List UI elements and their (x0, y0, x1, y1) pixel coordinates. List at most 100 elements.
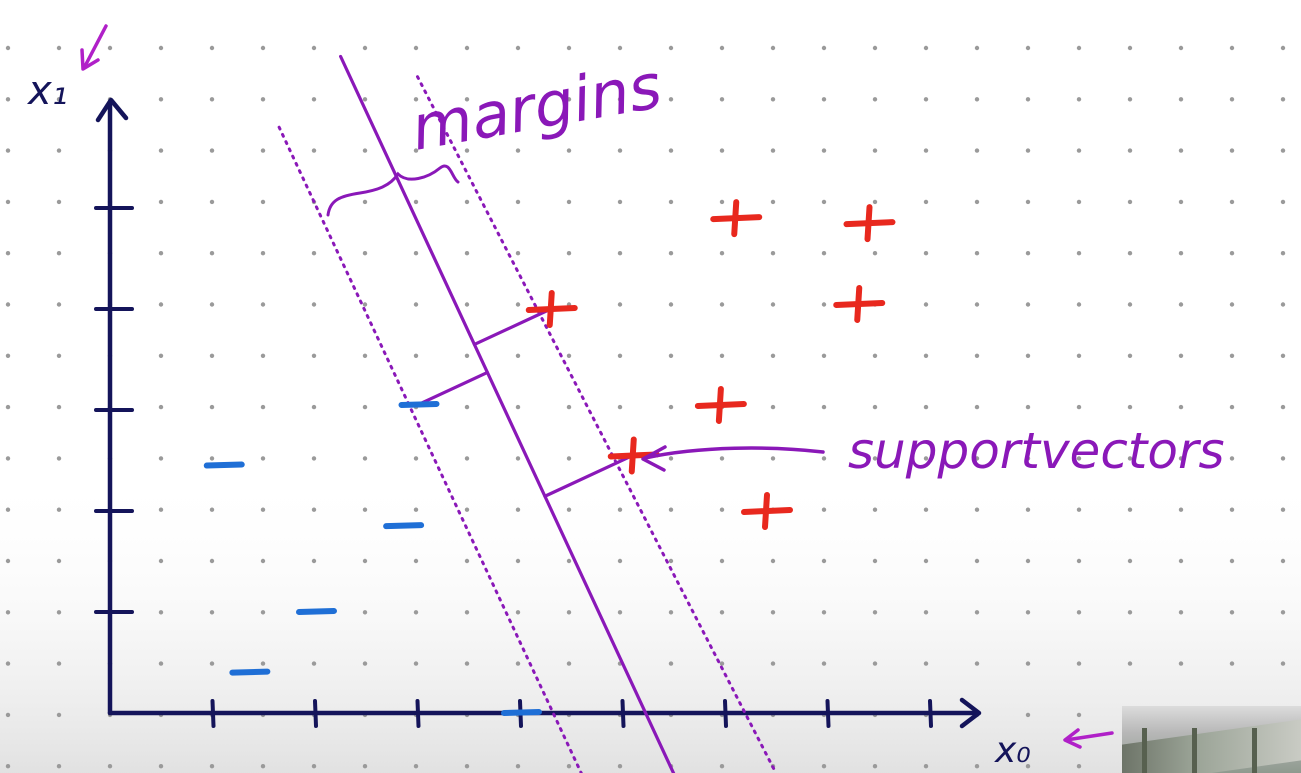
grid-dot (821, 610, 827, 615)
positive-point (694, 385, 747, 424)
grid-dot (209, 661, 215, 666)
grid-dot (617, 404, 623, 410)
grid-dot (566, 610, 572, 615)
grid-dot (260, 302, 266, 307)
grid-dot (1178, 353, 1184, 358)
grid-dot (1280, 302, 1286, 307)
grid-dot (617, 45, 623, 51)
grid-dot (1229, 661, 1235, 666)
grid-dot (158, 661, 164, 666)
support-vector-distance (543, 453, 635, 498)
grid-dot (566, 97, 572, 102)
grid-dot (974, 97, 980, 102)
grid-dot (158, 199, 164, 205)
grid-dot (1025, 251, 1031, 256)
grid-dot (770, 558, 776, 564)
grid-dot (719, 199, 725, 205)
grid-dot (770, 45, 776, 51)
grid-dot (515, 558, 521, 564)
grid-dot (668, 661, 674, 666)
grid-dot (464, 456, 470, 461)
grid-dot (974, 404, 980, 410)
grid-dot (56, 456, 62, 461)
grid-dot (923, 764, 929, 769)
grid-dot (923, 558, 929, 564)
grid-dot (311, 404, 317, 410)
grid-dot (872, 507, 878, 512)
grid-dot (1178, 251, 1184, 256)
grid-dot (464, 610, 470, 615)
grid-dot (362, 251, 368, 256)
grid-dot (1280, 353, 1286, 358)
x-tick (313, 699, 318, 728)
grid-dot (770, 456, 776, 461)
grid-dot (1280, 251, 1286, 256)
grid-dot (1280, 45, 1286, 51)
positive-point (710, 199, 763, 238)
grid-dot (464, 251, 470, 256)
grid-dot (668, 353, 674, 358)
grid-dot (1229, 507, 1235, 512)
grid-dot (1025, 404, 1031, 410)
grid-dot (362, 764, 368, 769)
grid-dot (260, 45, 266, 51)
grid-dot (872, 610, 878, 615)
grid-dot (413, 97, 419, 102)
grid-dot (566, 199, 572, 205)
grid-dot (515, 404, 521, 410)
grid-dot (260, 764, 266, 769)
grid-dot (668, 148, 674, 153)
grid-dot (464, 199, 470, 205)
grid-dot (209, 148, 215, 153)
grid-dot (923, 661, 929, 666)
negative-point (398, 400, 440, 408)
grid-dot (1178, 661, 1184, 666)
grid-dot (872, 45, 878, 51)
grid-dot (1178, 610, 1184, 615)
grid-dot (668, 610, 674, 615)
grid-dot (566, 507, 572, 512)
grid-dot (668, 45, 674, 51)
grid-dot (1025, 302, 1031, 307)
grid-dot (1025, 456, 1031, 461)
grid-dot (1127, 558, 1133, 564)
grid-dot (260, 456, 266, 461)
grid-dot (1076, 251, 1082, 256)
grid-dot (5, 558, 11, 564)
grid-dot (413, 610, 419, 615)
grid-dot (413, 507, 419, 512)
grid-dot (56, 199, 62, 205)
grid-dot (617, 558, 623, 564)
grid-dot (464, 353, 470, 358)
grid-dot (668, 302, 674, 307)
grid-dot (56, 610, 62, 615)
grid-dot (362, 45, 368, 51)
grid-dot (719, 251, 725, 256)
grid-dot (5, 148, 11, 153)
grid-dot (872, 251, 878, 256)
grid-dot (1127, 148, 1133, 153)
grid-dot (5, 251, 11, 256)
grid-dot (1178, 302, 1184, 307)
grid-dot (719, 302, 725, 307)
grid-dot (1076, 764, 1082, 769)
grid-dot (209, 199, 215, 205)
grid-dot (1127, 251, 1133, 256)
negative-point (501, 709, 542, 716)
grid-dot (719, 45, 725, 51)
grid-dot (719, 507, 725, 512)
grid-dot (158, 148, 164, 153)
grid-dot (464, 507, 470, 512)
grid-dot (311, 148, 317, 153)
grid-dot (311, 456, 317, 461)
grid-dot (1229, 610, 1235, 615)
grid-dot (158, 97, 164, 102)
grid-dot (1076, 199, 1082, 205)
grid-dot (5, 610, 11, 615)
x-tick (620, 699, 626, 728)
grid-dot (311, 558, 317, 564)
grid-dot (566, 251, 572, 256)
grid-dot (413, 353, 419, 358)
grid-dot (974, 45, 980, 51)
grid-dot (1025, 199, 1031, 205)
